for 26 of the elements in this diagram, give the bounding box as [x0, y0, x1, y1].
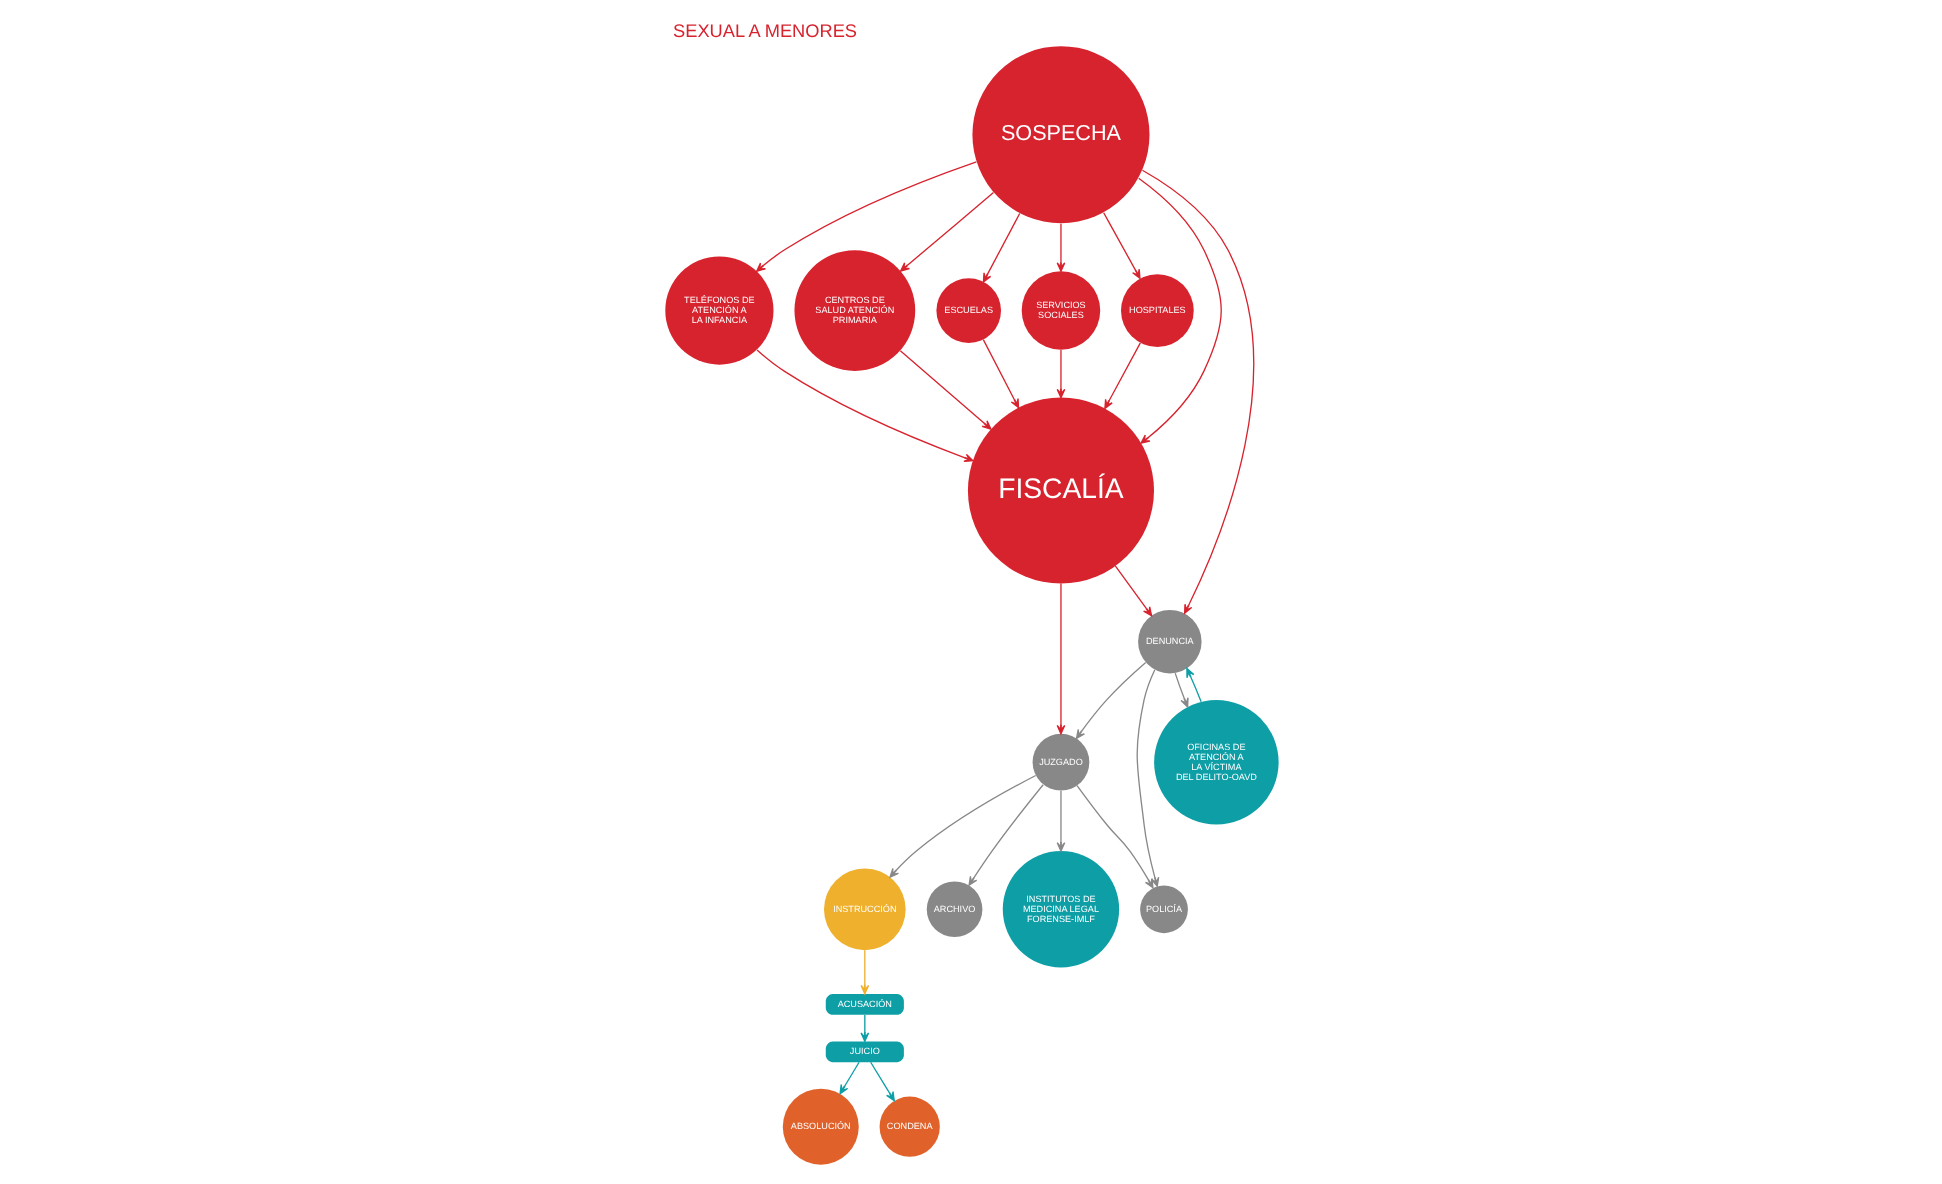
arrow [1055, 582, 1065, 735]
arrow [967, 784, 1043, 886]
arrow [1113, 565, 1152, 617]
arrow [755, 349, 973, 463]
arrow [1075, 784, 1153, 889]
arrow [1185, 667, 1201, 703]
arrow [1173, 672, 1188, 708]
arrow [869, 1061, 894, 1102]
diagram-title: SEXUAL A MENORES [672, 21, 857, 42]
arrow [1137, 177, 1221, 444]
arrow [1055, 790, 1065, 852]
arrow [1055, 223, 1065, 272]
arrow [888, 774, 1036, 878]
arrow [1103, 342, 1141, 410]
arrow [1102, 212, 1140, 279]
arrow [981, 339, 1019, 409]
arrow [898, 350, 991, 430]
arrow [859, 949, 869, 995]
arrow [1055, 349, 1065, 399]
node-circle: SOSPECHA [971, 46, 1149, 224]
arrow [981, 212, 1020, 283]
arrow [754, 161, 977, 273]
arrow [1074, 661, 1146, 740]
arrow [899, 191, 994, 272]
arrow [838, 1061, 859, 1095]
arrow [1140, 169, 1254, 615]
